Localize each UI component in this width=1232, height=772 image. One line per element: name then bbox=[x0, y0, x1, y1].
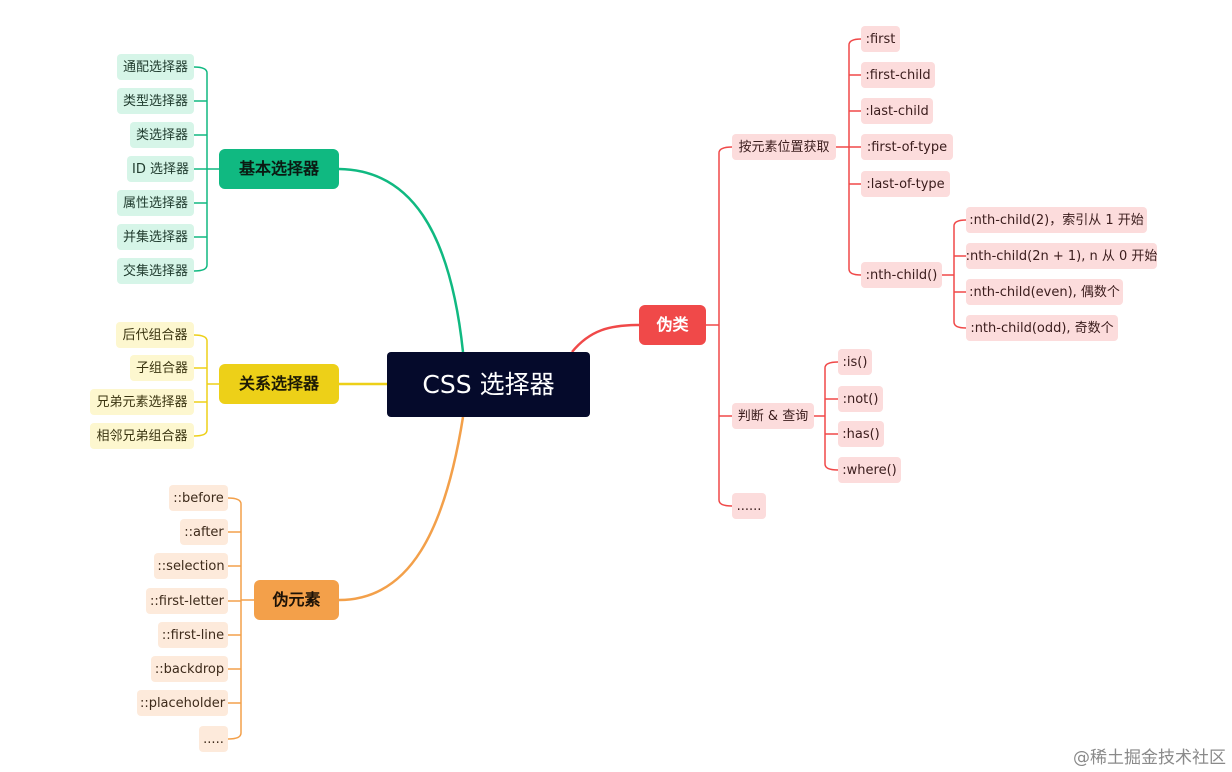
link-root-pseudo-class bbox=[571, 323, 640, 353]
branch-pseudo-elements[interactable]: 伪元素 bbox=[254, 580, 339, 620]
leaf-last-of-type[interactable]: :last-of-type bbox=[861, 171, 950, 197]
leaf-first-line[interactable]: ::first-line bbox=[158, 622, 228, 648]
leaf-first-child[interactable]: :first-child bbox=[861, 62, 935, 88]
leaf-nth-child-2[interactable]: :nth-child(2)，索引从 1 开始 bbox=[966, 207, 1147, 233]
leaf-where[interactable]: :where() bbox=[838, 457, 901, 483]
leaf-class-selector[interactable]: 类选择器 bbox=[130, 122, 194, 148]
leaf-nth-child[interactable]: :nth-child() bbox=[861, 262, 942, 288]
watermark: @稀土掘金技术社区 bbox=[1073, 748, 1226, 768]
leaf-backdrop[interactable]: ::backdrop bbox=[151, 656, 228, 682]
leaf-nth-child-2n-plus-1[interactable]: :nth-child(2n + 1), n 从 0 开始 bbox=[966, 243, 1157, 269]
branch-basic-selectors[interactable]: 基本选择器 bbox=[219, 149, 339, 189]
leaf-first-of-type[interactable]: :first-of-type bbox=[861, 134, 953, 160]
leaf-is[interactable]: :is() bbox=[838, 349, 872, 375]
leaf-more-pseudo-classes[interactable]: ...... bbox=[732, 493, 766, 519]
leaf-first-letter[interactable]: ::first-letter bbox=[146, 588, 228, 614]
leaf-selection[interactable]: ::selection bbox=[154, 553, 228, 579]
leaf-nth-child-odd[interactable]: :nth-child(odd), 奇数个 bbox=[966, 315, 1118, 341]
leaf-type-selector[interactable]: 类型选择器 bbox=[117, 88, 194, 114]
leaf-first[interactable]: :first bbox=[861, 26, 900, 52]
leaf-union-selector[interactable]: 并集选择器 bbox=[117, 224, 194, 250]
leaf-id-selector[interactable]: ID 选择器 bbox=[127, 156, 194, 182]
leaf-universal-selector[interactable]: 通配选择器 bbox=[117, 54, 194, 80]
leaf-not[interactable]: :not() bbox=[838, 386, 883, 412]
branch-relation-selectors[interactable]: 关系选择器 bbox=[219, 364, 339, 404]
leaf-nth-child-even[interactable]: :nth-child(even), 偶数个 bbox=[966, 279, 1123, 305]
leaf-placeholder[interactable]: ::placeholder bbox=[137, 690, 228, 716]
leaf-before[interactable]: ::before bbox=[169, 485, 228, 511]
leaf-has[interactable]: :has() bbox=[838, 421, 884, 447]
link-root-pseudo-element bbox=[338, 416, 465, 602]
leaf-intersection-selector[interactable]: 交集选择器 bbox=[117, 258, 194, 284]
subbranch-logic-query[interactable]: 判断 & 查询 bbox=[732, 403, 814, 429]
leaf-sibling-selector[interactable]: 兄弟元素选择器 bbox=[90, 389, 194, 415]
subbranch-by-position[interactable]: 按元素位置获取 bbox=[732, 134, 836, 160]
leaf-adjacent-sibling-combinator[interactable]: 相邻兄弟组合器 bbox=[90, 423, 194, 449]
root-node[interactable]: CSS 选择器 bbox=[387, 352, 590, 417]
leaf-attribute-selector[interactable]: 属性选择器 bbox=[117, 190, 194, 216]
leaf-child-combinator[interactable]: 子组合器 bbox=[130, 355, 194, 381]
branch-pseudo-classes[interactable]: 伪类 bbox=[639, 305, 706, 345]
leaf-last-child[interactable]: :last-child bbox=[861, 98, 933, 124]
leaf-descendant-combinator[interactable]: 后代组合器 bbox=[116, 322, 194, 348]
link-root-basic bbox=[338, 167, 465, 353]
leaf-more-pseudo-elements[interactable]: ..... bbox=[199, 726, 228, 752]
leaf-after[interactable]: ::after bbox=[180, 519, 228, 545]
